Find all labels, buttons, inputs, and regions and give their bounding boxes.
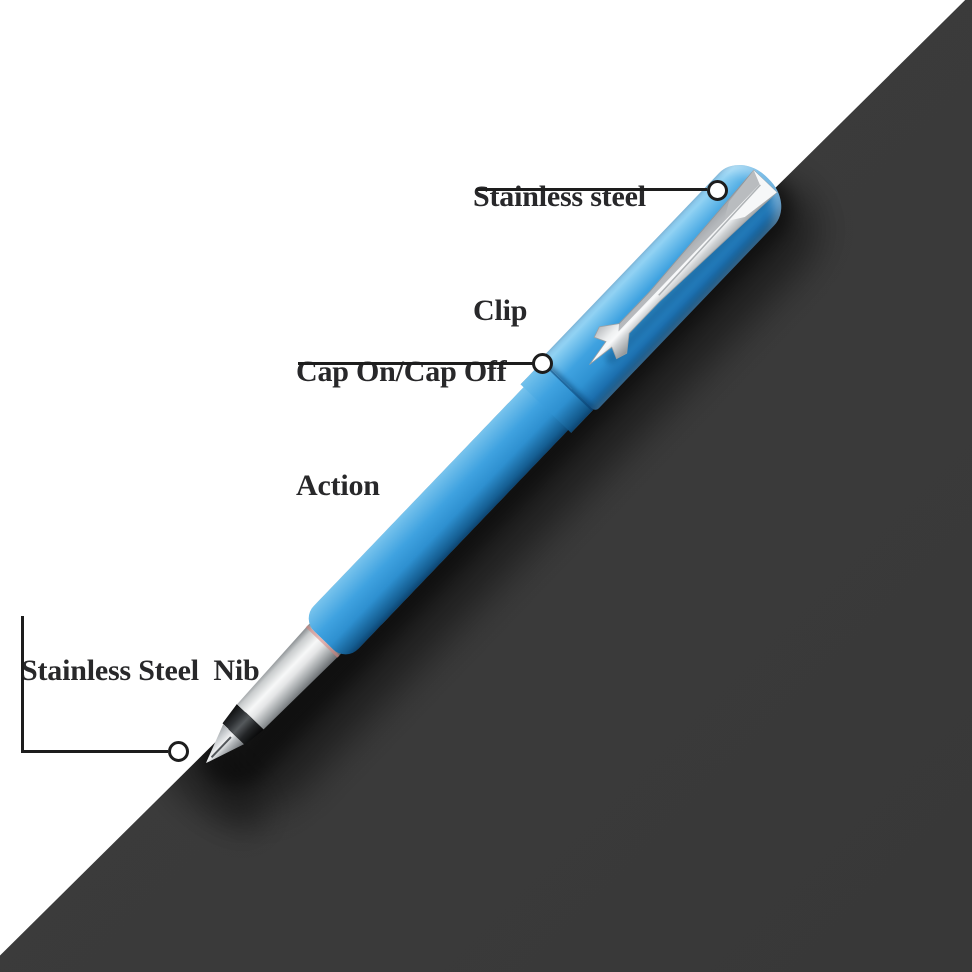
- arrow-clip-icon: [589, 169, 778, 365]
- callout-cap-line1: Cap On/Cap Off: [296, 355, 507, 388]
- callout-nib-marker: [168, 741, 189, 762]
- callout-cap-marker: [532, 353, 553, 374]
- callout-clip-label: Stainless steel Clip: [473, 102, 646, 406]
- fountain-pen: [174, 146, 799, 793]
- callout-cap-line2: Action: [296, 469, 380, 502]
- callout-clip-leader-line: [476, 188, 707, 191]
- callout-nib-line1: Stainless Steel Nib: [21, 654, 260, 687]
- callout-nib-label: Stainless Steel Nib: [21, 576, 260, 766]
- callout-clip-line2: Clip: [473, 294, 528, 327]
- callout-nib-leader-line-vertical: [21, 616, 24, 752]
- callout-cap-leader-line: [298, 362, 533, 365]
- callout-nib-leader-line-horizontal: [21, 750, 168, 753]
- callout-clip-line1: Stainless steel: [473, 180, 646, 213]
- callout-clip-marker: [707, 180, 728, 201]
- callout-cap-label: Cap On/Cap Off Action: [296, 277, 507, 581]
